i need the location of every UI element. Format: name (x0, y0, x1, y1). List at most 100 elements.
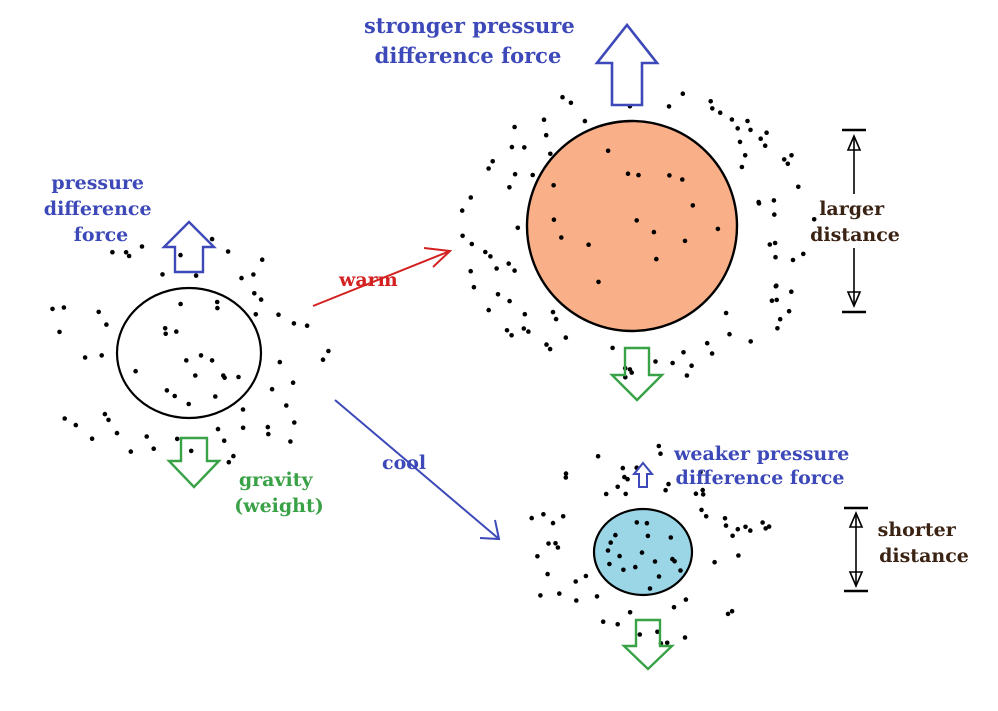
air-molecule-dot (653, 359, 658, 364)
air-molecule-dot (535, 554, 540, 559)
air-molecule-dot (647, 586, 653, 591)
up-arrow-icon (161, 220, 217, 274)
air-molecule-dot (495, 292, 501, 297)
air-molecule-dot (304, 323, 310, 329)
air-molecule-dot (530, 172, 535, 178)
air-molecule-dot (682, 635, 688, 640)
air-molecule-dot (240, 425, 246, 431)
air-molecule-dot (594, 594, 600, 599)
air-molecule-dot (236, 374, 241, 380)
air-molecule-dot (684, 373, 690, 378)
original-parcel (115, 286, 263, 420)
air-molecule-dot (560, 94, 565, 100)
air-molecule-dot (729, 117, 735, 122)
air-molecule-dot (595, 454, 601, 459)
warm-label: warm (338, 269, 398, 291)
air-molecule-dot (789, 289, 794, 295)
air-molecule-dot (690, 203, 696, 208)
cool-transition: cool (334, 399, 501, 541)
air-molecule-dot (553, 541, 558, 546)
air-molecule-dot (459, 208, 465, 213)
air-molecule-dot (545, 571, 550, 577)
air-molecule-dot (608, 540, 613, 545)
air-molecule-dot (538, 593, 543, 598)
air-molecule-dot (555, 545, 561, 550)
air-molecule-dot (174, 329, 179, 334)
air-molecule-dot (251, 272, 256, 277)
air-molecule-dot (683, 597, 689, 602)
air-molecule-dot (99, 353, 104, 358)
air-molecule-dot (277, 359, 283, 365)
air-molecule-dot (221, 438, 227, 444)
air-molecule-dot (509, 333, 514, 338)
air-molecule-dot (507, 298, 512, 304)
air-molecule-dot (781, 157, 787, 162)
warm-transition: warm (312, 247, 453, 307)
air-molecule-dot (151, 446, 156, 452)
air-molecule-dot (193, 373, 198, 378)
air-molecule-dot (61, 305, 67, 310)
air-molecule-dot (651, 229, 657, 235)
air-molecule-dot (773, 284, 779, 289)
air-molecule-dot (215, 426, 221, 432)
air-molecule-dot (666, 104, 672, 109)
air-molecule-dot (633, 564, 638, 570)
air-molecule-dot (703, 514, 709, 519)
air-molecule-dot (288, 439, 293, 444)
air-molecule-dot (213, 394, 218, 399)
air-molecule-dot (682, 238, 688, 244)
air-molecule-dot (543, 132, 549, 138)
air-molecule-dot (225, 249, 231, 254)
air-molecule-dot (110, 249, 115, 255)
air-molecule-dot (639, 550, 645, 555)
air-molecule-dot (104, 322, 109, 327)
air-molecule-dot (522, 311, 528, 317)
air-molecule-dot (266, 431, 271, 437)
air-molecule-dot (460, 233, 465, 239)
air-molecule-dot (769, 298, 775, 304)
air-molecule-dot (265, 424, 271, 430)
air-molecule-dot (801, 251, 806, 257)
air-molecule-dot (735, 126, 740, 131)
air-molecule-dot (760, 520, 765, 525)
air-molecule-dot (596, 279, 601, 285)
down-arrow-icon (166, 436, 222, 489)
stronger-force-label: stronger pressure difference force (364, 13, 582, 68)
air-molecule-dot (723, 310, 729, 316)
air-molecule-dot (259, 257, 265, 263)
air-molecule-dot (712, 559, 717, 565)
air-molecule-dot (551, 217, 557, 222)
air-molecule-dot (486, 307, 492, 313)
air-molecule-dot (557, 591, 562, 596)
air-molecule-dot (560, 514, 566, 519)
air-molecule-dot (689, 363, 694, 369)
air-molecule-dot (671, 604, 677, 610)
air-molecule-dot (162, 326, 168, 331)
air-molecule-dot (727, 331, 732, 337)
shorter-distance-label: shorter distance (878, 519, 969, 567)
warm-arrow-icon (423, 247, 453, 268)
air-molecule-dot (568, 100, 574, 106)
air-molecule-dot (748, 528, 753, 533)
air-molecule-dot (748, 127, 753, 133)
distance-bracket-icon (842, 128, 866, 314)
air-molecule-dot (658, 451, 663, 457)
air-molecule-dot (563, 475, 569, 480)
air-molecule-dot (515, 225, 521, 231)
air-molecule-dot (468, 195, 474, 200)
air-molecule-dot (284, 403, 289, 408)
air-molecule-dot (209, 358, 215, 363)
surrounding-air-dots-cool (529, 443, 772, 646)
air-molecule-dot (634, 218, 639, 223)
warm-parcel-group: stronger pressure difference force large… (364, 13, 900, 402)
air-molecule-dot (559, 235, 564, 240)
air-molecule-dot (215, 305, 220, 311)
parcel-air-dots-warm (551, 148, 721, 285)
air-molecule-dot (763, 526, 768, 531)
air-molecule-dot (290, 380, 296, 386)
air-molecule-dot (102, 411, 108, 417)
air-molecule-dot (506, 261, 512, 266)
air-molecule-dot (654, 256, 659, 262)
air-molecule-dot (253, 312, 259, 317)
